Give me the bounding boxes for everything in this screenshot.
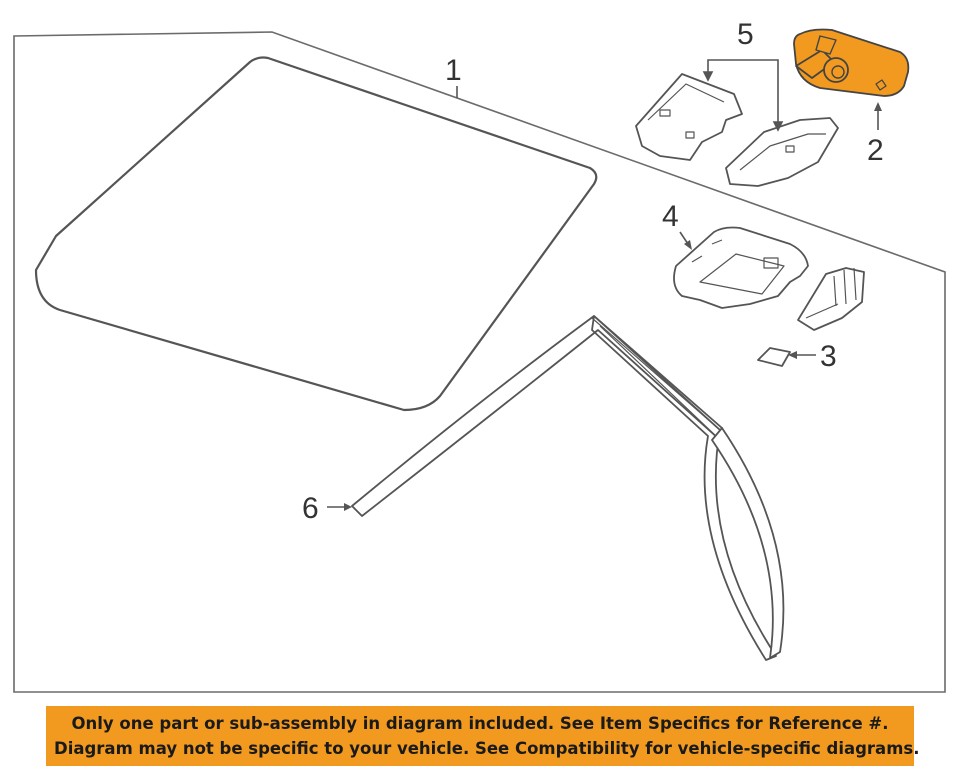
callout-4: 4 bbox=[662, 200, 679, 233]
disclaimer-banner: Only one part or sub-assembly in diagram… bbox=[46, 706, 920, 766]
adhesive-pad bbox=[757, 347, 791, 367]
diagram-frame bbox=[13, 31, 946, 693]
disclaimer-line-2: Diagram may not be specific to your vehi… bbox=[54, 739, 920, 758]
callout-1: 1 bbox=[445, 54, 462, 87]
sensor-clip bbox=[797, 267, 865, 331]
mirror-cover-left bbox=[635, 73, 743, 161]
rearview-mirror-highlighted bbox=[793, 28, 910, 97]
sensor-bracket bbox=[673, 226, 809, 309]
callout-arrow-6 bbox=[327, 503, 352, 511]
windshield-molding bbox=[351, 315, 785, 661]
callout-5: 5 bbox=[737, 18, 754, 51]
mirror-cover-right bbox=[725, 117, 839, 187]
callout-2: 2 bbox=[867, 134, 884, 167]
disclaimer-line-1: Only one part or sub-assembly in diagram… bbox=[71, 714, 889, 733]
windshield-glass bbox=[34, 56, 598, 412]
callout-arrow-4 bbox=[679, 231, 692, 250]
callout-arrow-3 bbox=[788, 351, 816, 359]
callout-arrow-2 bbox=[874, 102, 882, 130]
callout-3: 3 bbox=[820, 340, 837, 373]
callout-6: 6 bbox=[302, 492, 319, 525]
callout-leader-5 bbox=[702, 59, 784, 132]
